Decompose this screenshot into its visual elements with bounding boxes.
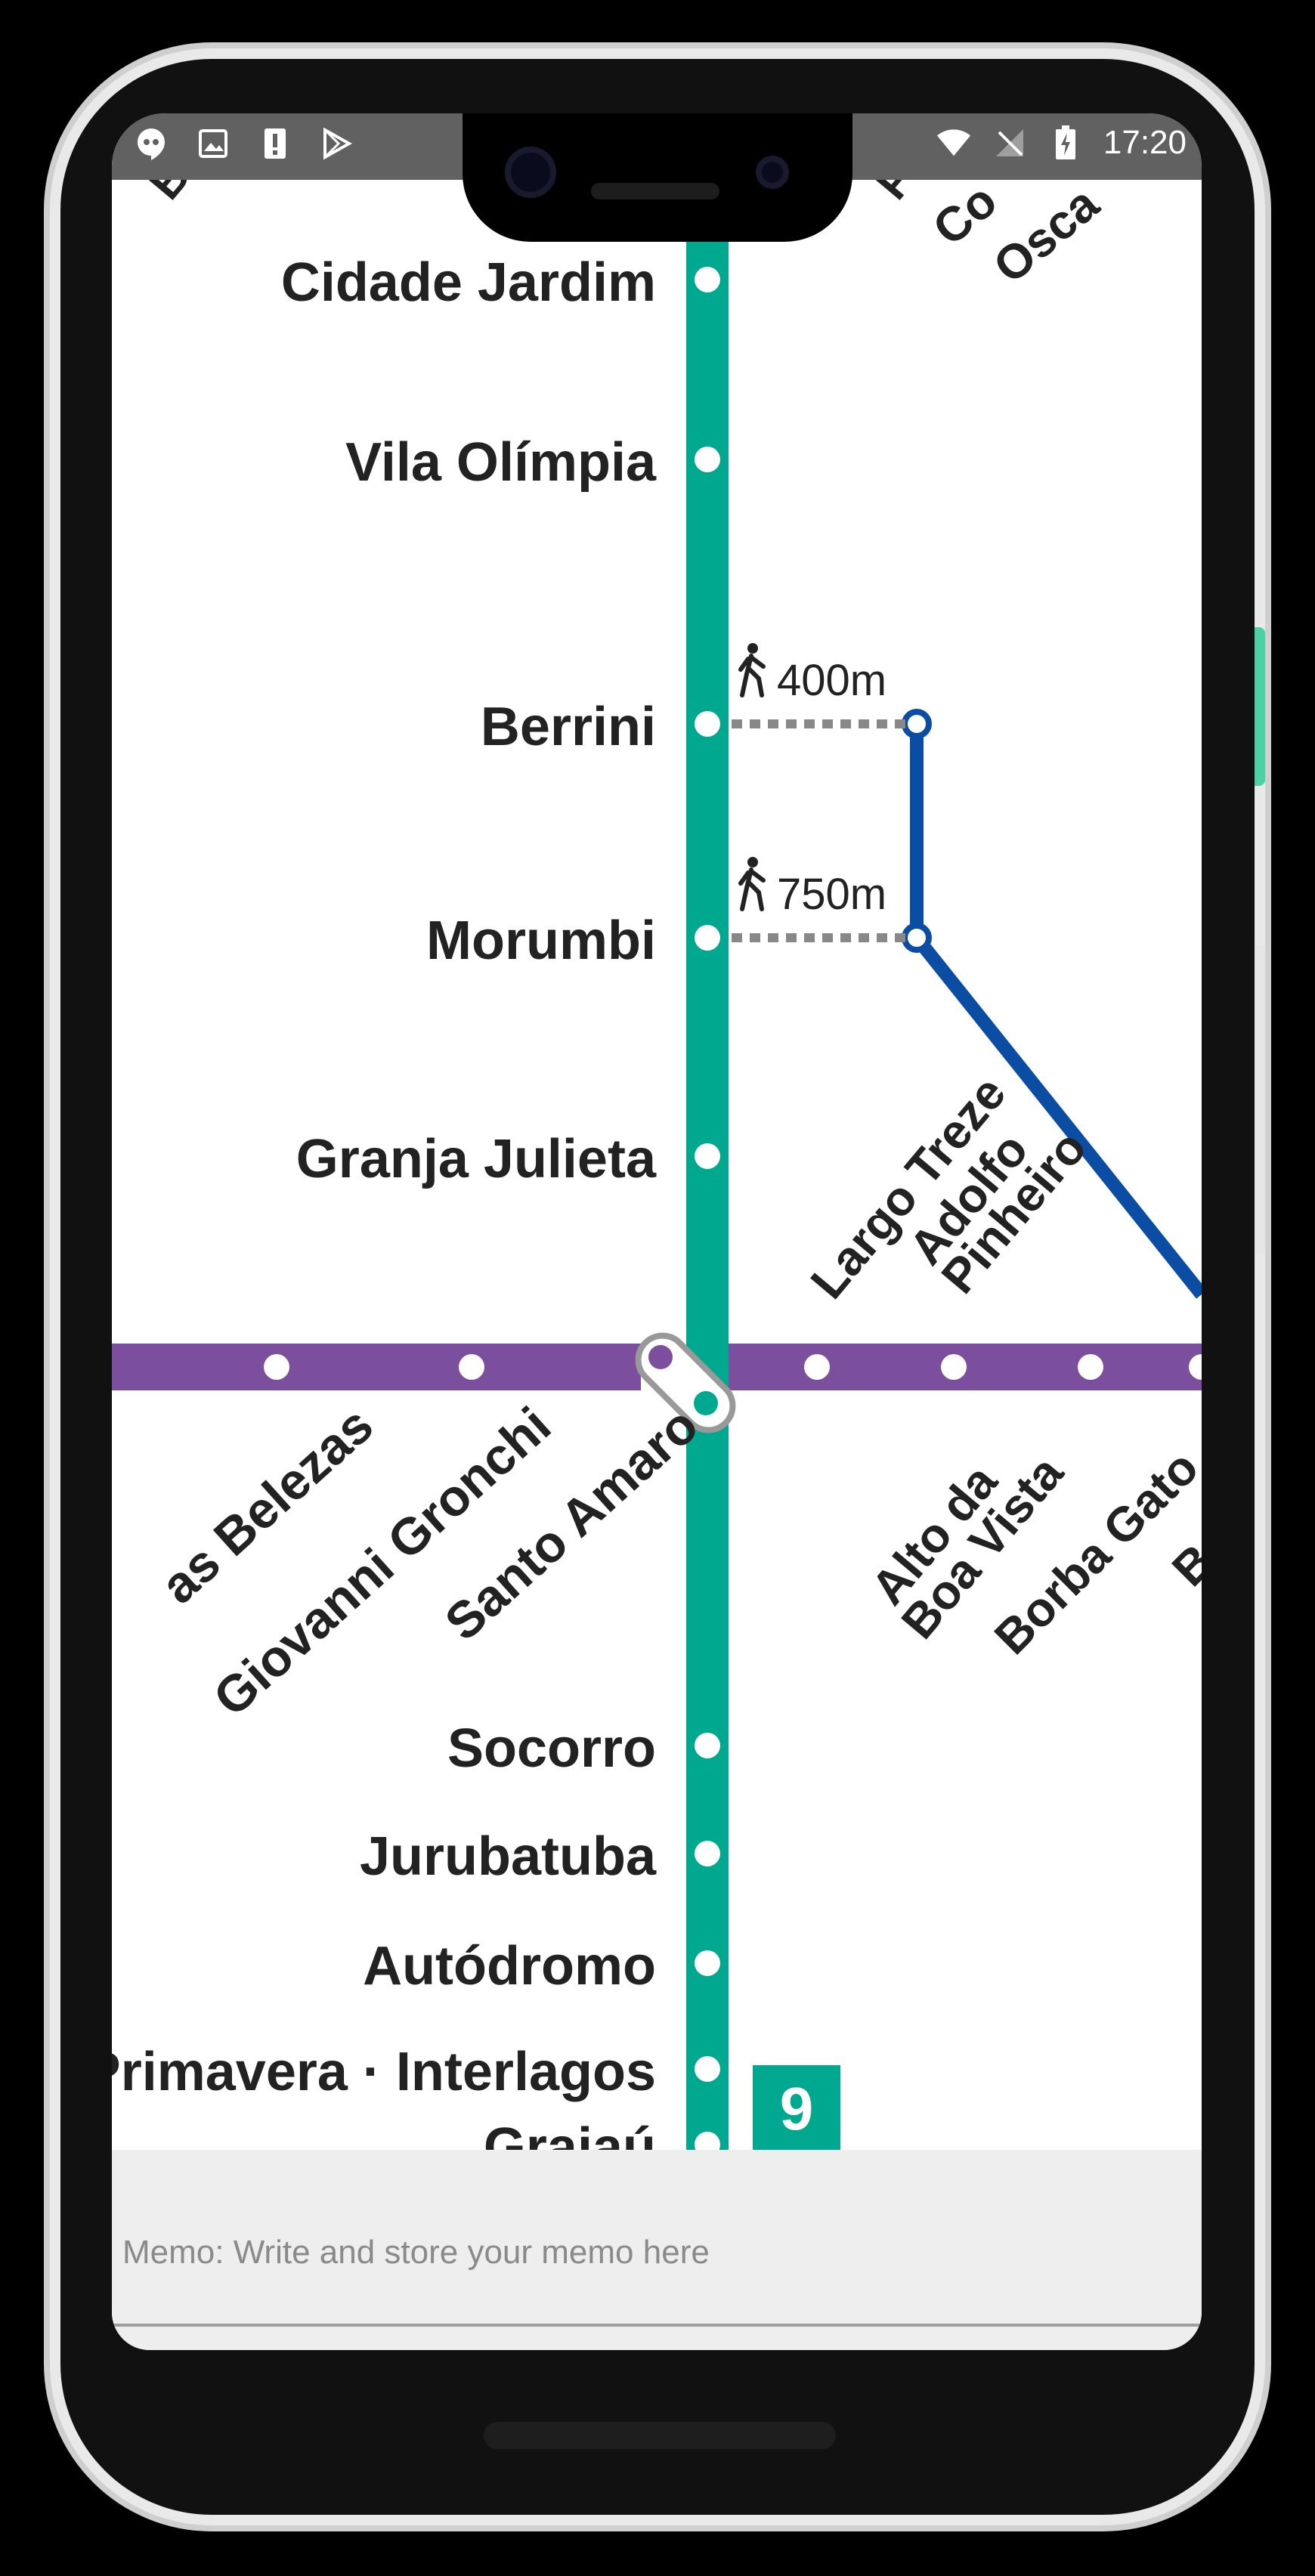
station-cut-b: B	[1162, 1533, 1202, 1597]
line-9-badge-label: 9	[780, 2075, 814, 2142]
line5-station-dot	[264, 1354, 289, 1380]
bottom-speaker	[484, 2422, 836, 2449]
station-cidade-jardim: Cidade Jardim	[281, 252, 656, 313]
earpiece-speaker	[591, 183, 719, 199]
line9-station-dot	[695, 447, 720, 472]
blue-station-dot	[902, 709, 932, 739]
walk-icon	[738, 857, 766, 911]
camera-notch	[463, 113, 852, 242]
line5-left-track	[112, 1344, 641, 1390]
station-autodromo: Autódromo	[363, 1936, 656, 1996]
line9-station-dot	[695, 1841, 720, 1866]
wifi-icon	[936, 125, 972, 161]
walk-icon	[738, 643, 766, 697]
power-button	[1255, 627, 1265, 786]
front-sensor-icon	[756, 156, 789, 189]
station-graiau: Graiaú	[484, 2117, 656, 2150]
station-jurubatuba: Jurubatuba	[360, 1826, 657, 1887]
line5-station-dot	[1078, 1354, 1103, 1380]
metro-map-svg: B F Co Osca 400m 750m	[112, 180, 1202, 2150]
status-left-icons	[133, 125, 355, 162]
line-9-badge	[753, 2065, 840, 2150]
station-granja-julieta: Granja Julieta	[296, 1129, 657, 1189]
play-store-icon	[319, 125, 355, 162]
cut-label-f: F	[867, 180, 924, 209]
walk-distance-750: 750m	[777, 870, 886, 919]
no-signal-icon	[992, 125, 1028, 161]
station-santo-amaro: Santo Amaro	[435, 1396, 709, 1652]
metro-map[interactable]: B F Co Osca 400m 750m	[112, 180, 1202, 2150]
station-morumbi: Morumbi	[426, 911, 656, 971]
station-vila-olimpia: Vila Olímpia	[345, 432, 657, 493]
line9-station-dot	[695, 925, 720, 951]
line5-station-dot	[1189, 1354, 1202, 1380]
walk-distance-400: 400m	[777, 656, 886, 705]
volume-button	[1255, 945, 1265, 1254]
memo-panel	[112, 2150, 1202, 2350]
line9-track	[686, 225, 729, 2150]
line9-station-dot	[695, 1143, 720, 1169]
screen: 17:20 B F Co Osca 400m	[112, 113, 1202, 2350]
station-primavera-interlagos: Primavera · Interlagos	[112, 2042, 656, 2102]
line5-station-dot	[804, 1354, 830, 1380]
image-icon	[195, 125, 231, 162]
line9-station-dot	[695, 2132, 720, 2150]
cut-label-b: B	[140, 180, 200, 209]
memo-input[interactable]	[121, 2225, 1182, 2280]
line5-station-dot	[941, 1354, 967, 1380]
line5-station-dot	[459, 1354, 484, 1380]
status-right-icons: 17:20	[936, 124, 1187, 162]
interchange-santo-amaro	[635, 1332, 736, 1433]
hangouts-icon	[133, 125, 169, 162]
front-camera-icon	[505, 147, 556, 198]
blue-station-dot	[902, 923, 932, 953]
alert-icon	[257, 125, 293, 162]
cut-label-osca: Osca	[983, 180, 1109, 294]
line9-station-dot	[695, 711, 720, 737]
memo-underline	[112, 2324, 1202, 2327]
status-time: 17:20	[1103, 124, 1187, 161]
station-berrini: Berrini	[481, 697, 656, 757]
battery-charging-icon	[1047, 125, 1084, 161]
line9-station-dot	[695, 1733, 720, 1758]
line9-station-dot	[695, 267, 720, 292]
station-socorro: Socorro	[447, 1718, 656, 1779]
line9-station-dot	[695, 1950, 720, 1976]
line9-station-dot	[695, 2056, 720, 2082]
